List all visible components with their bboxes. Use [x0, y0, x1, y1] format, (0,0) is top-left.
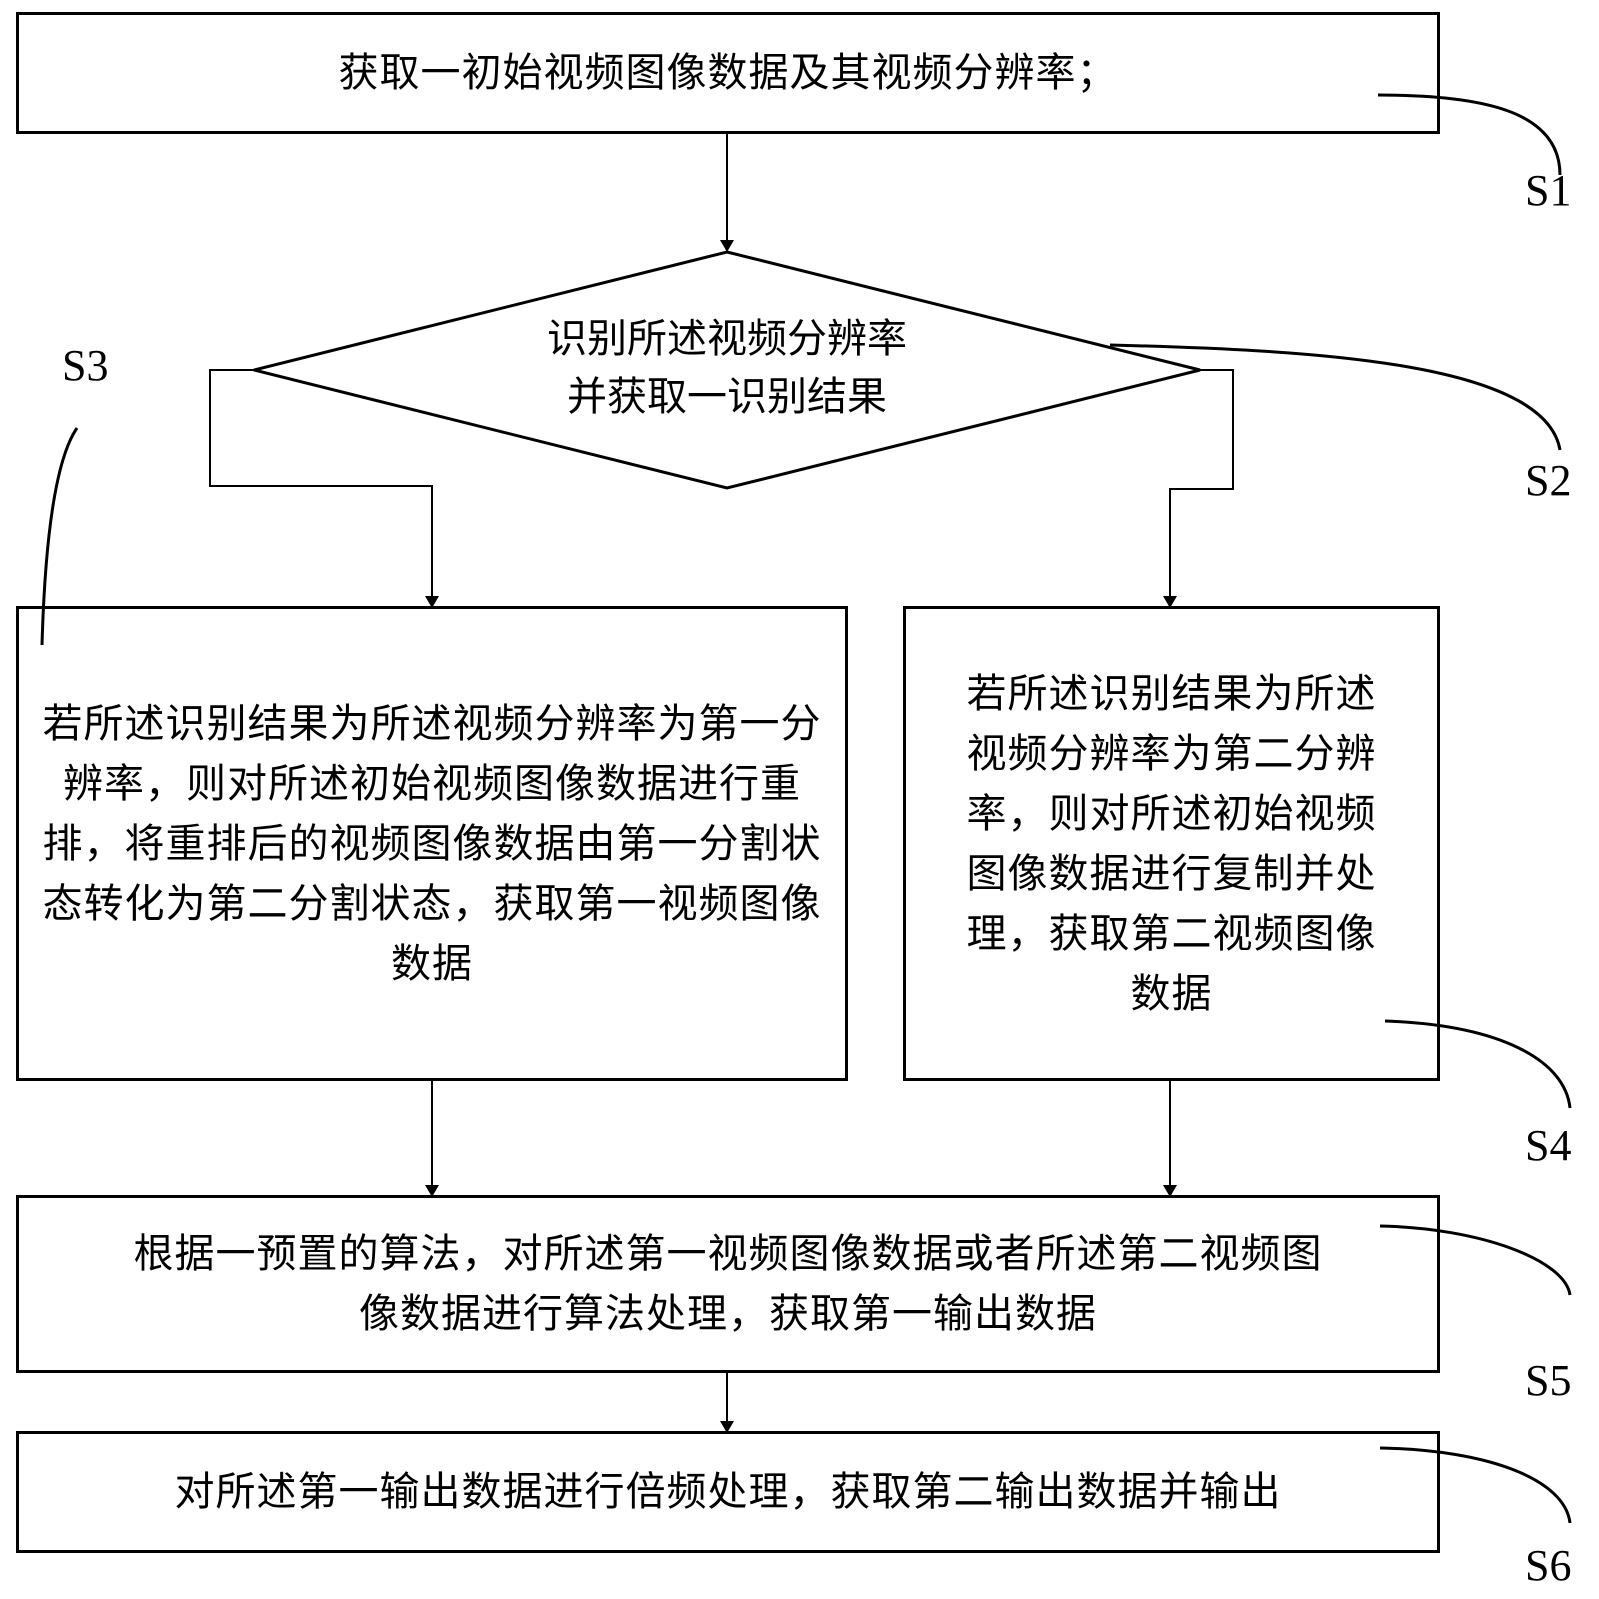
step-label-s2: S2: [1525, 456, 1572, 505]
step-s5-text: 根据一预置的算法，对所述第一视频图像数据或者所述第二视频图像数据进行算法处理，获…: [133, 1231, 1323, 1337]
leader-line-s6: [1379, 1446, 1572, 1524]
decision-diamond: [253, 250, 1201, 490]
leader-line-s2: [1109, 343, 1562, 451]
leader-line-s5: [1379, 1224, 1572, 1296]
step-s3-text: 若所述识别结果为所述视频分辨率为第一分辨率，则对所述初始视频图像数据进行重排，将…: [42, 700, 822, 987]
step-label-s5: S5: [1525, 1356, 1572, 1405]
step-s2-text: 识别所述视频分辨率 并获取一识别结果: [420, 310, 1034, 426]
arrow-s2-to-s3: [209, 369, 439, 608]
arrow-s2-to-s4: [1163, 369, 1234, 608]
leader-line-s1: [1377, 93, 1562, 176]
step-s1-text: 获取一初始视频图像数据及其视频分辨率；: [338, 50, 1118, 96]
step-label-s3: S3: [62, 341, 109, 390]
step-s4-box: 若所述识别结果为所述视频分辨率为第二分辨率，则对所述初始视频图像数据进行复制并处…: [903, 606, 1440, 1081]
step-s2-line1: 识别所述视频分辨率: [547, 316, 907, 362]
step-s2-line2: 并获取一识别结果: [567, 374, 887, 420]
step-s5-box: 根据一预置的算法，对所述第一视频图像数据或者所述第二视频图像数据进行算法处理，获…: [16, 1195, 1440, 1373]
step-label-s6: S6: [1525, 1541, 1572, 1590]
leader-line-s4: [1384, 1019, 1572, 1109]
step-label-s4: S4: [1525, 1121, 1572, 1170]
step-s6-box: 对所述第一输出数据进行倍频处理，获取第二输出数据并输出: [16, 1431, 1440, 1553]
step-s4-text: 若所述识别结果为所述视频分辨率为第二分辨率，则对所述初始视频图像数据进行复制并处…: [966, 670, 1377, 1017]
step-s3-box: 若所述识别结果为所述视频分辨率为第一分辨率，则对所述初始视频图像数据进行重排，将…: [16, 606, 848, 1081]
step-s6-text: 对所述第一输出数据进行倍频处理，获取第二输出数据并输出: [174, 1469, 1282, 1515]
step-s1-box: 获取一初始视频图像数据及其视频分辨率；: [16, 12, 1440, 134]
step-label-s1: S1: [1525, 166, 1572, 215]
